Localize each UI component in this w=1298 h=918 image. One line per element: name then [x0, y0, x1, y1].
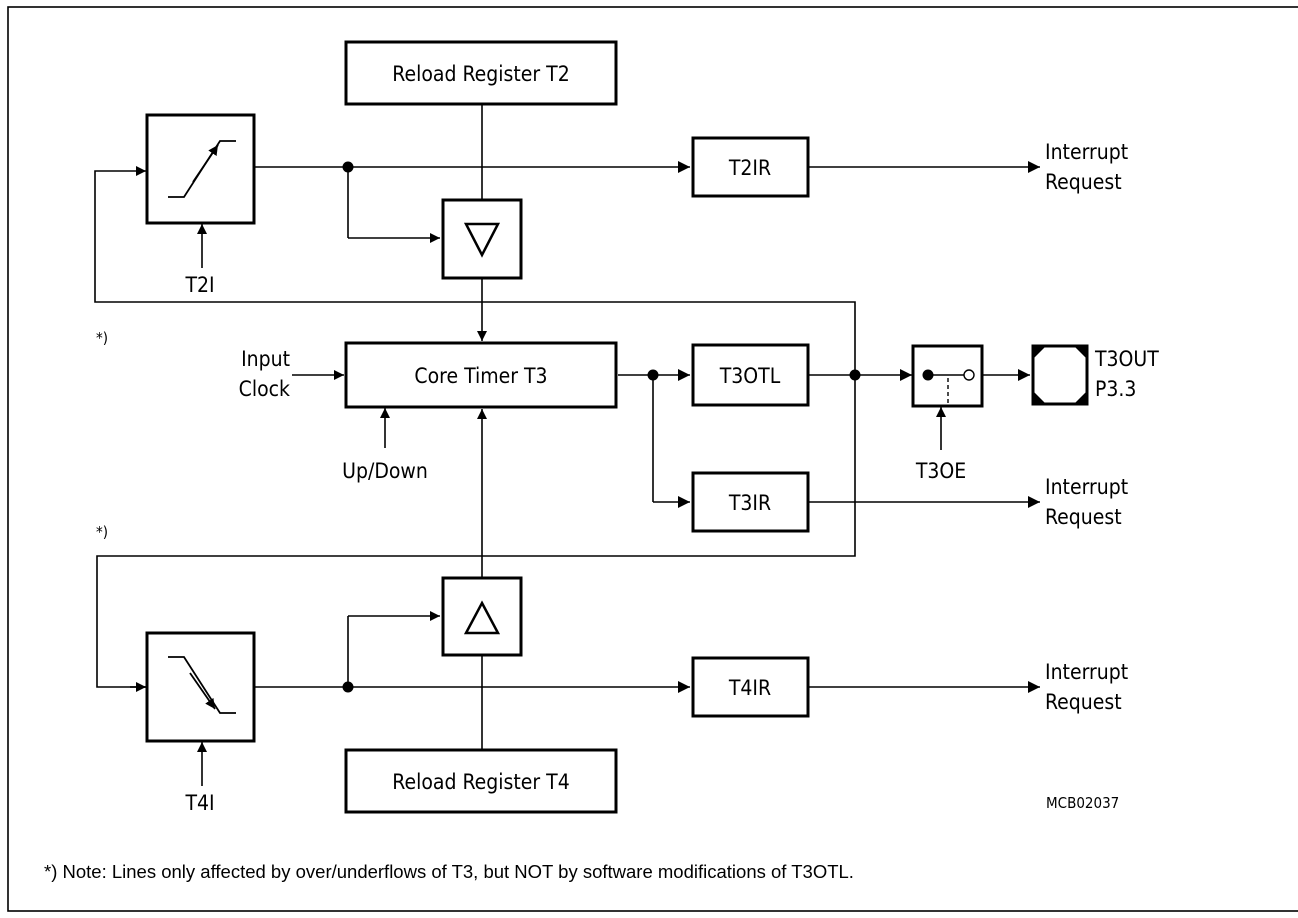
reload-register-t4-label: Reload Register T4 — [392, 770, 569, 794]
t3-interrupt-request-line2: Request — [1045, 505, 1122, 529]
junction-dot — [342, 681, 354, 693]
t3out-label: T3OUT — [1094, 347, 1159, 371]
t2-interrupt-request-line1: Interrupt — [1045, 140, 1128, 164]
junction-dot — [647, 369, 659, 381]
input-clock-label-line1: Input — [241, 347, 290, 371]
t4-interrupt-request-line1: Interrupt — [1045, 660, 1128, 684]
reload-register-t4-block: Reload Register T4 — [344, 748, 618, 814]
star-mark-t4-loop: *) — [96, 523, 108, 541]
t3ir-label: T3IR — [728, 491, 771, 515]
t2ir-block: T2IR — [691, 136, 810, 198]
figure-frame — [7, 6, 1298, 912]
t2-interrupt-request-line2: Request — [1045, 170, 1122, 194]
footnote: *) Note: Lines only affected by over/und… — [44, 861, 854, 882]
reload-register-t2-label: Reload Register T2 — [392, 62, 569, 86]
t3otl-block: T3OTL — [691, 343, 810, 407]
triangle-up-icon — [463, 600, 501, 635]
junction-dot — [849, 369, 861, 381]
core-timer-t3-label: Core Timer T3 — [414, 364, 547, 388]
edge-detector-t2-block — [145, 113, 256, 225]
falling-edge-icon — [168, 656, 236, 714]
t4i-label: T4I — [184, 791, 214, 815]
overflow-detect-t4-block — [441, 576, 523, 657]
up-down-label: Up/Down — [342, 459, 428, 483]
input-clock-label-line2: Clock — [239, 377, 290, 401]
t4ir-label: T4IR — [728, 676, 771, 700]
p3-3-label: P3.3 — [1095, 377, 1136, 401]
t4ir-block: T4IR — [691, 656, 810, 718]
star-mark-t2-loop: *) — [96, 329, 108, 347]
underflow-detect-t2-block — [441, 198, 523, 280]
t2i-label: T2I — [184, 273, 214, 297]
junction-dot — [342, 161, 354, 173]
wires — [94, 104, 1040, 786]
t3-interrupt-request-line1: Interrupt — [1045, 475, 1128, 499]
reload-register-t2-block: Reload Register T2 — [344, 40, 618, 106]
t4-interrupt-request-line2: Request — [1045, 690, 1122, 714]
t2ir-label: T2IR — [728, 156, 771, 180]
t3oe-label: T3OE — [915, 459, 966, 483]
output-enable-switch-block — [911, 344, 984, 408]
core-timer-t3-block: Core Timer T3 — [344, 341, 618, 409]
triangle-down-icon — [463, 222, 501, 258]
figure-code: MCB02037 — [1046, 794, 1119, 812]
t3ir-block: T3IR — [691, 471, 810, 533]
t3otl-label: T3OTL — [719, 364, 781, 388]
t3out-pin-block — [1031, 344, 1089, 406]
edge-detector-t4-block — [145, 631, 256, 743]
